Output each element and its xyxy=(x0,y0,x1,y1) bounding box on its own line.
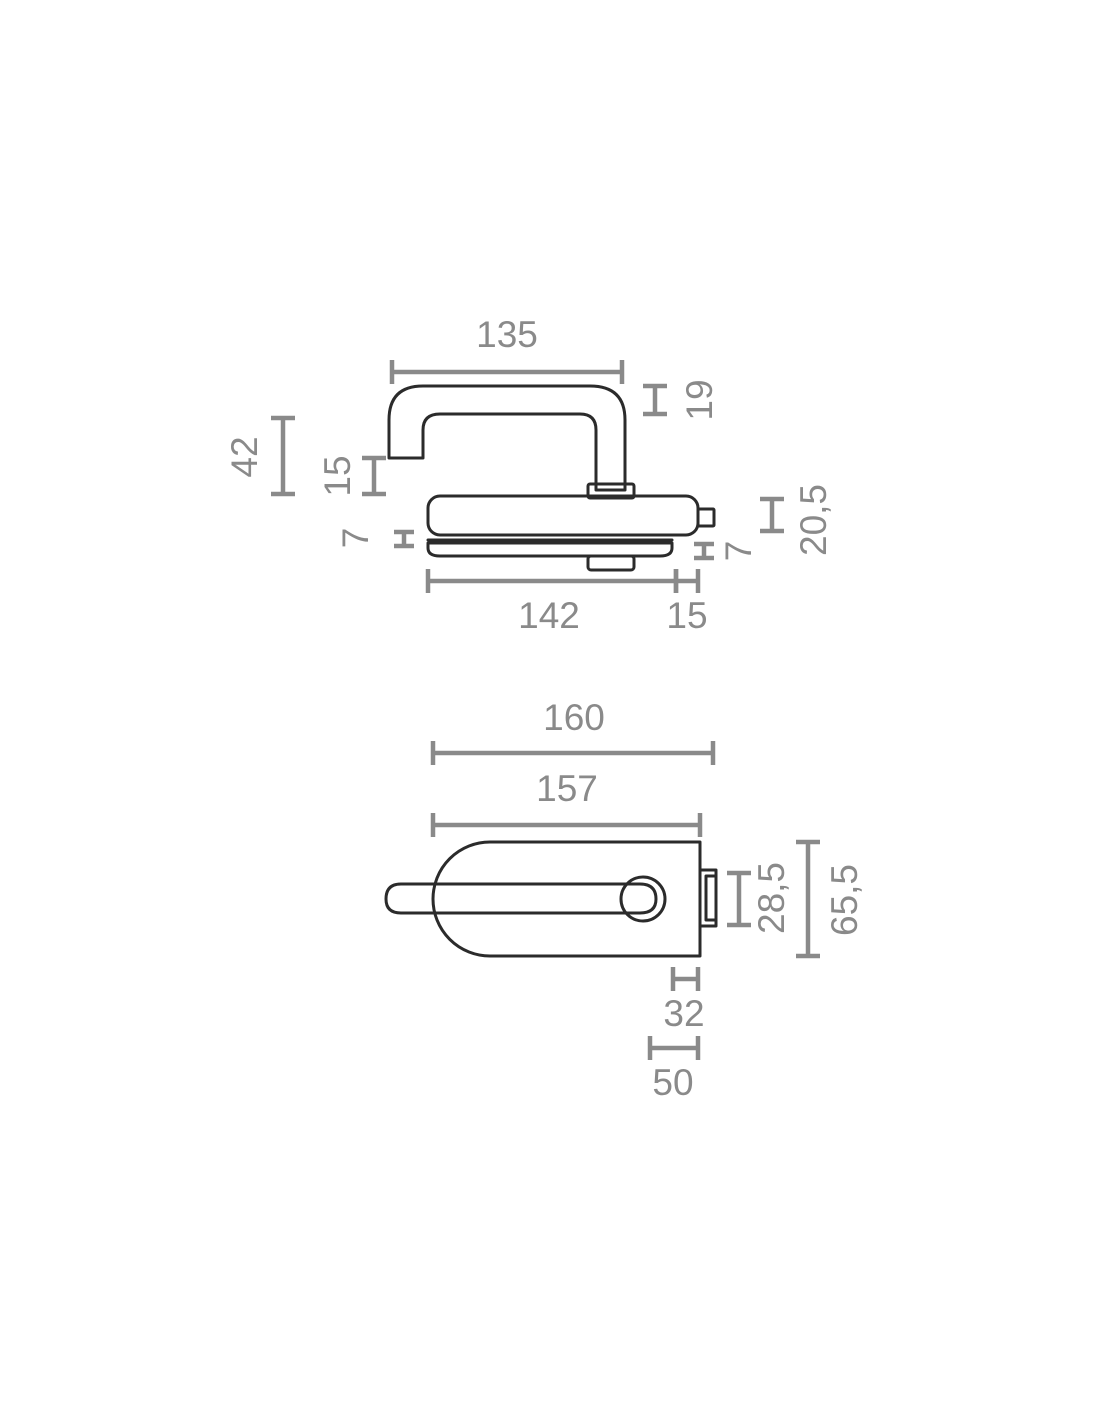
dimension-label: 15 xyxy=(666,595,707,636)
dimension-label: 135 xyxy=(476,314,538,355)
dimension-plate-length: 142 xyxy=(425,569,679,636)
dimension-latch-height: 28,5 xyxy=(727,862,792,934)
back-plate xyxy=(426,541,674,558)
front-view: 160 157 28,5 65,5 32 xyxy=(384,697,865,1103)
dimension-plate-thickness-left: 7 xyxy=(335,528,414,549)
dimension-label: 50 xyxy=(652,1062,693,1103)
dimension-plate-length: 157 xyxy=(430,768,703,837)
dimension-label: 7 xyxy=(335,528,376,549)
lever-handle-outline xyxy=(387,384,627,492)
rosette-block xyxy=(586,482,636,500)
dimension-lever-thickness: 15 xyxy=(317,455,386,497)
dimension-label: 7 xyxy=(718,541,759,562)
rosette-outer xyxy=(619,875,667,923)
dimension-handle-height: 42 xyxy=(224,415,295,497)
lock-body xyxy=(426,494,700,537)
dimension-label: 32 xyxy=(663,993,704,1034)
front-plate xyxy=(431,840,702,958)
dimension-rosette-offset: 32 xyxy=(663,967,705,1034)
latch-body xyxy=(698,868,718,928)
dimension-plate-edge-offset: 50 xyxy=(647,1036,701,1103)
dimension-label: 42 xyxy=(224,436,265,477)
dimension-plate-thickness-right: 7 xyxy=(694,541,759,562)
side-view: 135 19 42 15 7 xyxy=(224,314,834,636)
dimension-label: 160 xyxy=(543,697,605,738)
dimension-lever-top-thickness: 19 xyxy=(643,379,720,421)
dimension-overall-length: 160 xyxy=(430,697,716,765)
dimension-label: 142 xyxy=(518,595,580,636)
back-rosette xyxy=(586,554,636,572)
dimension-latch-depth: 15 xyxy=(666,569,708,636)
dimension-label: 65,5 xyxy=(824,864,865,936)
dimension-plate-height: 65,5 xyxy=(796,839,865,959)
latch-body-inner xyxy=(704,874,718,922)
dimension-label: 157 xyxy=(536,768,598,809)
dimension-lock-body-height: 20,5 xyxy=(760,484,834,556)
dimension-label: 19 xyxy=(679,379,720,420)
lever-handle-front xyxy=(384,882,658,915)
dimension-handle-width: 135 xyxy=(389,314,625,384)
latch-stub xyxy=(696,507,716,528)
dimension-label: 20,5 xyxy=(793,484,834,556)
dimension-label: 28,5 xyxy=(751,862,792,934)
dimension-label: 15 xyxy=(317,455,358,496)
